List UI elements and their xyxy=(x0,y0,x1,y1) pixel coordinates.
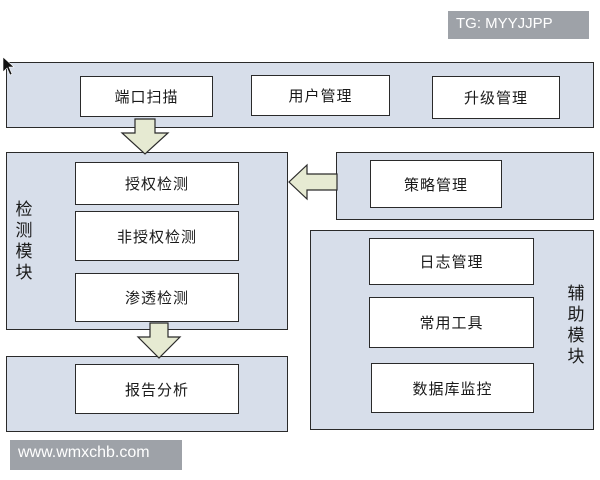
aux-module-label: 辅助模块 xyxy=(567,284,585,367)
penetration-detection-label: 渗透检测 xyxy=(124,289,189,307)
watermark-top: TG: MYYJJPP xyxy=(448,11,589,39)
left-arrow xyxy=(288,163,338,201)
upgrade-mgmt-label: 升级管理 xyxy=(463,89,528,107)
log-mgmt-label: 日志管理 xyxy=(419,253,484,271)
user-mgmt-label: 用户管理 xyxy=(288,87,353,105)
authorized-detection-box: 授权检测 xyxy=(75,162,239,205)
policy-mgmt-box: 策略管理 xyxy=(370,160,502,208)
port-scan-box: 端口扫描 xyxy=(80,76,213,117)
penetration-detection-box: 渗透检测 xyxy=(75,273,239,322)
db-monitor-label: 数据库监控 xyxy=(412,379,493,398)
watermark-top-text: TG: MYYJJPP xyxy=(456,15,553,32)
down-arrow-bottom xyxy=(136,322,182,359)
down-arrow-top xyxy=(120,118,170,155)
detection-module-label: 检测模块 xyxy=(15,200,33,283)
user-mgmt-box: 用户管理 xyxy=(251,75,390,116)
common-tools-box: 常用工具 xyxy=(369,297,534,348)
log-mgmt-box: 日志管理 xyxy=(369,238,534,285)
port-scan-label: 端口扫描 xyxy=(114,88,179,106)
report-analysis-label: 报告分析 xyxy=(124,380,189,399)
watermark-bottom: www.wmxchb.com xyxy=(10,440,182,470)
unauthorized-detection-label: 非授权检测 xyxy=(116,227,197,246)
authorized-detection-label: 授权检测 xyxy=(124,175,189,193)
report-analysis-box: 报告分析 xyxy=(75,364,239,414)
unauthorized-detection-box: 非授权检测 xyxy=(75,211,239,261)
watermark-bottom-text: www.wmxchb.com xyxy=(18,444,150,461)
db-monitor-box: 数据库监控 xyxy=(371,363,534,413)
common-tools-label: 常用工具 xyxy=(419,314,484,332)
mouse-cursor-icon xyxy=(2,56,15,76)
policy-mgmt-label: 策略管理 xyxy=(403,175,468,194)
upgrade-mgmt-box: 升级管理 xyxy=(432,76,560,119)
